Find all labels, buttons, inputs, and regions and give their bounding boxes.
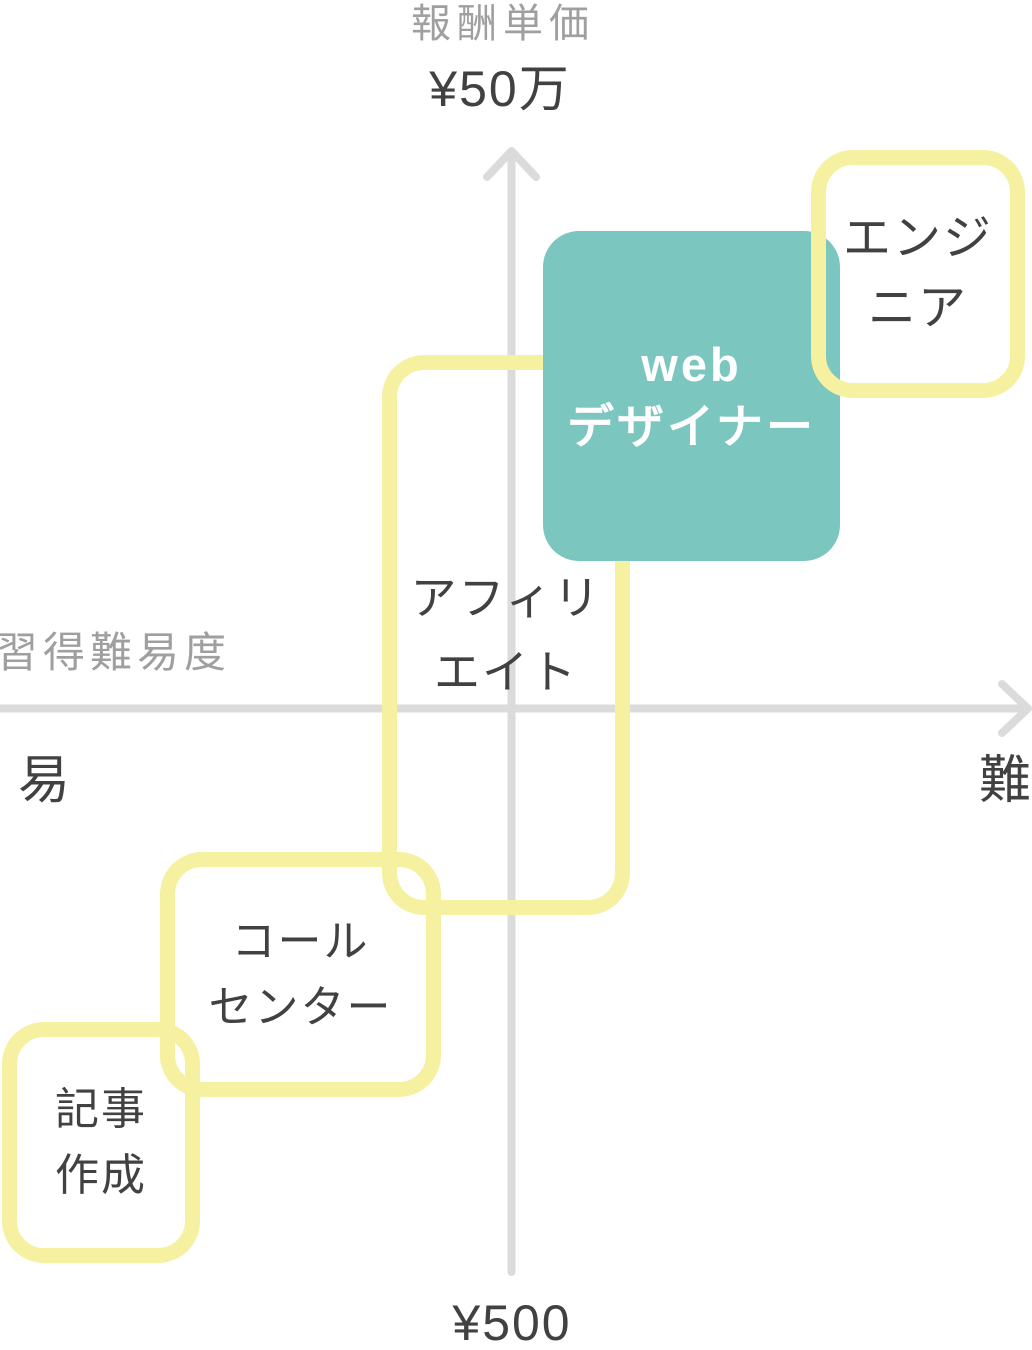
item-call-center-line2: センター: [208, 982, 393, 1032]
item-article-writing-label: 記事 作成: [55, 1077, 147, 1209]
y-axis-max-label: ¥50万: [429, 61, 571, 117]
item-affiliate: アフィリ エイト: [382, 355, 630, 915]
item-engineer-label: エンジ ニア: [843, 204, 993, 344]
item-engineer: エンジ ニア: [811, 150, 1025, 398]
x-axis-title: 習得難易度: [0, 629, 232, 676]
item-web-designer-label: web デザイナー: [567, 334, 816, 458]
item-web-designer-line1: web: [641, 338, 742, 391]
item-web-designer-line2: デザイナー: [566, 400, 817, 453]
item-article-writing: 記事 作成: [2, 1022, 200, 1263]
item-affiliate-line2: エイト: [434, 646, 578, 698]
y-axis-arrow-up-icon: [483, 147, 540, 181]
y-axis-title: 報酬単価: [411, 2, 595, 46]
item-engineer-line2: ニア: [867, 282, 968, 335]
x-axis-max-label: 難: [979, 752, 1032, 810]
item-article-writing-line2: 作成: [55, 1150, 147, 1200]
item-affiliate-line1: アフィリ: [410, 572, 602, 624]
item-engineer-line1: エンジ: [842, 212, 993, 265]
x-axis-arrow-right-icon: [998, 680, 1032, 737]
item-article-writing-line1: 記事: [55, 1084, 147, 1134]
item-web-designer: web デザイナー: [543, 231, 840, 561]
y-axis-min-label: ¥500: [452, 1295, 572, 1350]
item-call-center-label: コール センター: [209, 909, 393, 1041]
item-affiliate-label: アフィリ エイト: [410, 561, 601, 709]
item-call-center-line1: コール: [231, 916, 370, 966]
x-axis-min-label: 易: [18, 752, 71, 810]
item-call-center: コール センター: [160, 852, 441, 1097]
